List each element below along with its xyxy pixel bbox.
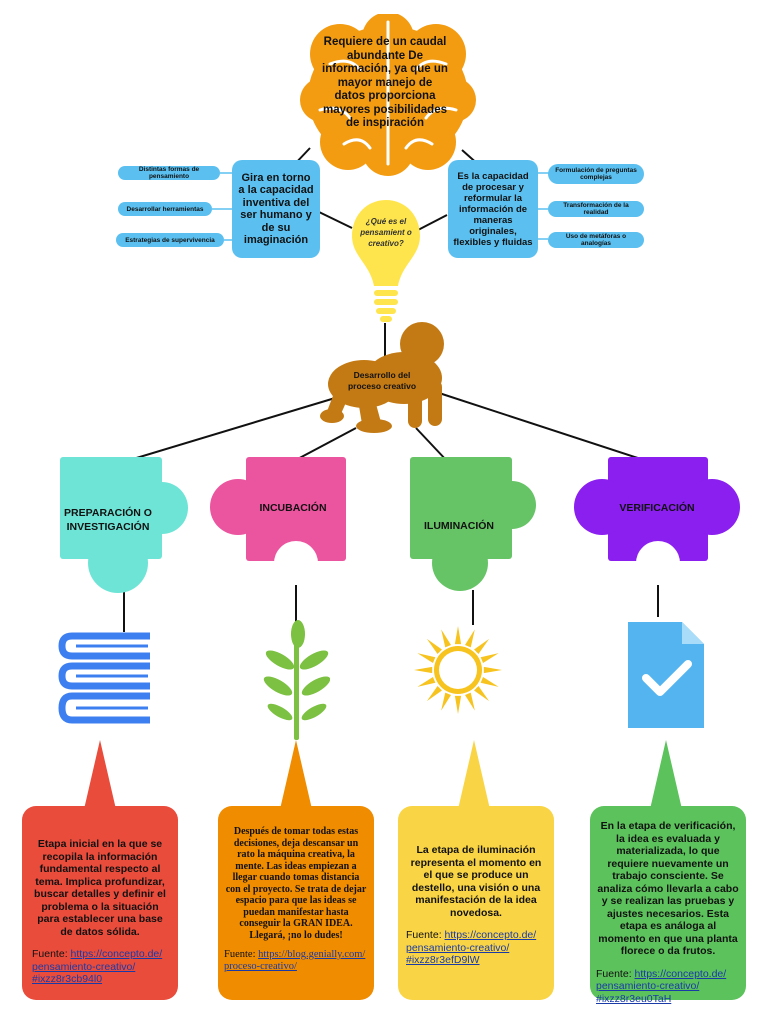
- puzzle-piece-teal: [60, 457, 188, 593]
- light-bulb-icon: [352, 200, 420, 322]
- sun-ray: [483, 666, 502, 674]
- right-item-3: Uso de metáforas o analogías: [548, 232, 644, 248]
- puzzle-piece-green: [410, 457, 536, 591]
- right-item-2: Transformación de la realidad: [548, 201, 644, 217]
- verification-source-link[interactable]: https://concepto.de/ pensamiento-creativ…: [596, 967, 727, 1005]
- sun-ray: [474, 686, 490, 702]
- sun-ray: [441, 629, 451, 648]
- checked-document-icon: [628, 622, 704, 728]
- callout-incubation: Después de tomar todas estas decisiones,…: [218, 806, 374, 1000]
- verification-description: En la etapa de verificación, la idea es …: [597, 820, 739, 957]
- verification-source: Fuente: https://concepto.de/ pensamiento…: [596, 968, 740, 1006]
- creative-capacity-box: Es la capacidad de procesar y reformular…: [448, 160, 538, 258]
- stage-label-verification: VERIFICACIÓN: [619, 502, 695, 514]
- stage-label-illumination: ILUMINACIÓN: [424, 520, 494, 532]
- sun-ray: [414, 666, 433, 674]
- books-icon: [58, 632, 150, 724]
- source-label: Fuente:: [224, 949, 259, 960]
- bulb-question: ¿Qué es el pensamient o creativo?: [360, 217, 412, 248]
- puzzle-piece-purple: [574, 457, 740, 585]
- incubation-source-link[interactable]: https://blog.genially.com/ proceso-creat…: [224, 949, 366, 972]
- sun-ray: [417, 677, 436, 687]
- source-label: Fuente:: [596, 967, 635, 980]
- preparation-description: Etapa inicial en la que se recopila la i…: [34, 838, 166, 938]
- source-label: Fuente:: [406, 929, 445, 941]
- callout-illumination: La etapa de iluminación representa el mo…: [398, 806, 554, 1000]
- illumination-source-link[interactable]: https://concepto.de/ pensamiento-creativ…: [406, 929, 537, 966]
- sun-ray: [465, 692, 475, 711]
- sun-ray: [480, 677, 499, 687]
- callout-verification: En la etapa de verificación, la idea es …: [590, 806, 746, 1005]
- left-item-2: Desarrollar herramientas: [118, 202, 212, 216]
- sun-ray: [441, 692, 451, 711]
- creativity-definition-box: Gira en torno a la capacidad inventiva d…: [232, 160, 320, 258]
- process-title: Desarrollo del proceso creativo: [347, 370, 417, 391]
- illumination-description: La etapa de iluminación representa el mo…: [410, 844, 542, 919]
- stage-label-incubation: INCUBACIÓN: [259, 502, 327, 514]
- incubation-description: Después de tomar todas estas decisiones,…: [225, 826, 367, 941]
- brain-icon: [300, 14, 476, 176]
- sun-ray: [454, 626, 462, 645]
- sun-ray: [426, 638, 442, 654]
- sun-ray: [454, 695, 462, 714]
- puzzle-piece-pink: [210, 457, 346, 585]
- sun-ray: [480, 653, 499, 663]
- sun-icon: [414, 626, 502, 714]
- preparation-source: Fuente: https://concepto.de/ pensamiento…: [32, 948, 168, 986]
- brain-text: Requiere de un caudal abundante De infor…: [322, 36, 448, 129]
- callout-pointers: [82, 740, 684, 818]
- illumination-source: Fuente: https://concepto.de/ pensamiento…: [406, 929, 546, 967]
- sun-ray: [426, 686, 442, 702]
- sun-ray: [474, 638, 490, 654]
- left-item-1: Distintas formas de pensamiento: [118, 166, 220, 180]
- right-item-1: Formulación de preguntas complejas: [548, 164, 644, 184]
- crawling-baby-icon: [320, 322, 444, 433]
- preparation-source-link[interactable]: https://concepto.de/ pensamiento-creativ…: [32, 948, 163, 985]
- left-item-3: Estrategias de supervivencia: [116, 233, 224, 247]
- sun-ray: [417, 653, 436, 663]
- sprout-icon: [263, 620, 330, 740]
- sun-ray: [465, 629, 475, 648]
- incubation-source: Fuente: https://blog.genially.com/ proce…: [224, 949, 368, 972]
- callout-preparation: Etapa inicial en la que se recopila la i…: [22, 806, 178, 1000]
- source-label: Fuente:: [32, 948, 71, 960]
- stage-label-preparation: PREPARACIÓN O INVESTIGACIÓN: [64, 507, 152, 533]
